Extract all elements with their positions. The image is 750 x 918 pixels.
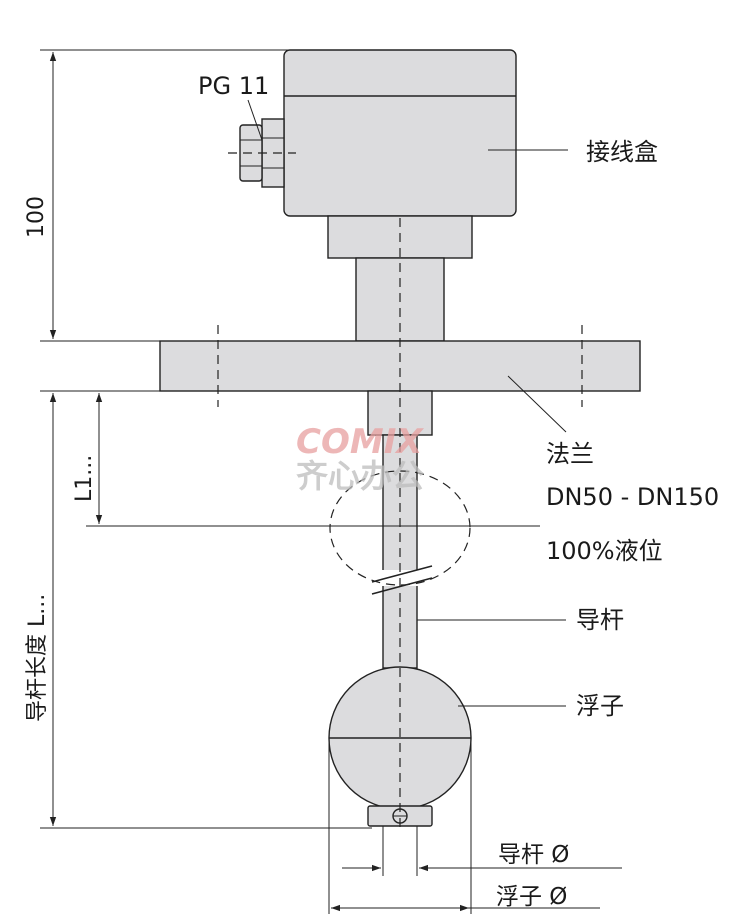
dim-head-value: 100 — [24, 196, 49, 238]
pg-leader — [247, 99, 263, 141]
flange-range-label: DN50 - DN150 — [546, 483, 719, 511]
watermark-logo: COMIX — [296, 422, 424, 462]
float-label: 浮子 — [576, 692, 624, 720]
dim-l1: L1... — [72, 390, 540, 527]
float-diameter-label: 浮子 Ø — [496, 884, 567, 910]
dim-rod-length: 导杆长度 L... — [25, 390, 372, 829]
switch-point-circle — [329, 470, 471, 586]
flange-plate — [159, 340, 641, 392]
dim-head-height: 100 — [24, 49, 290, 342]
dim-rod-diameter: 导杆 Ø — [342, 826, 622, 876]
guide-rod-break-line-1 — [371, 565, 433, 583]
watermark-text: 齐心办公 — [296, 457, 424, 495]
junction-box-body — [283, 49, 517, 217]
watermark: COMIX 齐心办公 — [296, 422, 424, 495]
flange — [159, 325, 641, 407]
dim-rod-value: 导杆长度 L... — [25, 594, 50, 722]
rod-diameter-label: 导杆 Ø — [498, 842, 569, 868]
flange-label: 法兰 — [546, 440, 594, 468]
level-100-label: 100%液位 — [546, 537, 663, 565]
guide-rod-label: 导杆 — [576, 606, 624, 634]
dim-float-diameter: 浮子 Ø — [328, 738, 600, 914]
guide-rod-break-line-2 — [371, 577, 433, 595]
flange-leader — [507, 375, 567, 433]
junction-box — [283, 49, 517, 217]
pg-thread-label: PG 11 — [198, 72, 269, 100]
junction-box-label: 接线盒 — [586, 138, 658, 166]
cable-gland — [228, 118, 296, 188]
dim-l1-value: L1... — [72, 455, 97, 502]
